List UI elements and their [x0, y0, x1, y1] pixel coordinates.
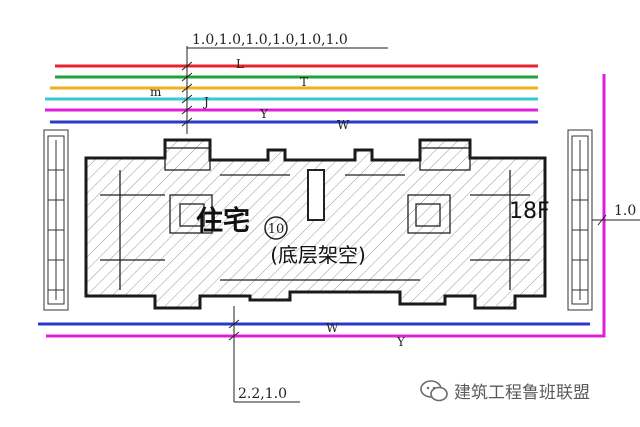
pipeline-label-t: T — [300, 75, 308, 89]
dimension-tick-right — [597, 214, 607, 226]
building-number-circle — [264, 216, 288, 240]
dimension-label-right: 1.0 — [614, 203, 636, 219]
watermark-text: 建筑工程鲁班联盟 — [454, 383, 590, 403]
building-number: 10 — [268, 222, 285, 237]
right-stair-column — [567, 129, 593, 311]
building-note: (底层架空) — [270, 243, 366, 267]
pipeline-label-m: m — [150, 85, 162, 99]
wechat-icon — [420, 379, 448, 401]
pipeline-label-w: W — [337, 118, 350, 132]
dimension-label-bottom: 2.2,1.0 — [238, 386, 287, 402]
pipeline-label-w-bottom: W — [326, 321, 339, 335]
building-floors: 18F — [509, 199, 550, 224]
pipeline-label-y: Y — [259, 107, 269, 121]
dimension-ticks-bottom — [228, 319, 240, 341]
interior-walls — [100, 147, 530, 290]
pipeline-y-right-loop — [46, 74, 606, 338]
pipeline-label-y-bottom: Y — [396, 335, 406, 349]
left-stair-column — [43, 129, 69, 311]
watermark: 建筑工程鲁班联盟 — [420, 378, 590, 403]
pipeline-label-j: J — [202, 95, 209, 109]
dimension-label-top: 1.0,1.0,1.0,1.0,1.0,1.0 — [192, 32, 348, 48]
building-label: 住宅 — [196, 205, 250, 237]
building-footprint — [84, 138, 547, 310]
pipeline-label-l: L — [236, 57, 244, 71]
dimension-ticks-top — [181, 61, 193, 127]
